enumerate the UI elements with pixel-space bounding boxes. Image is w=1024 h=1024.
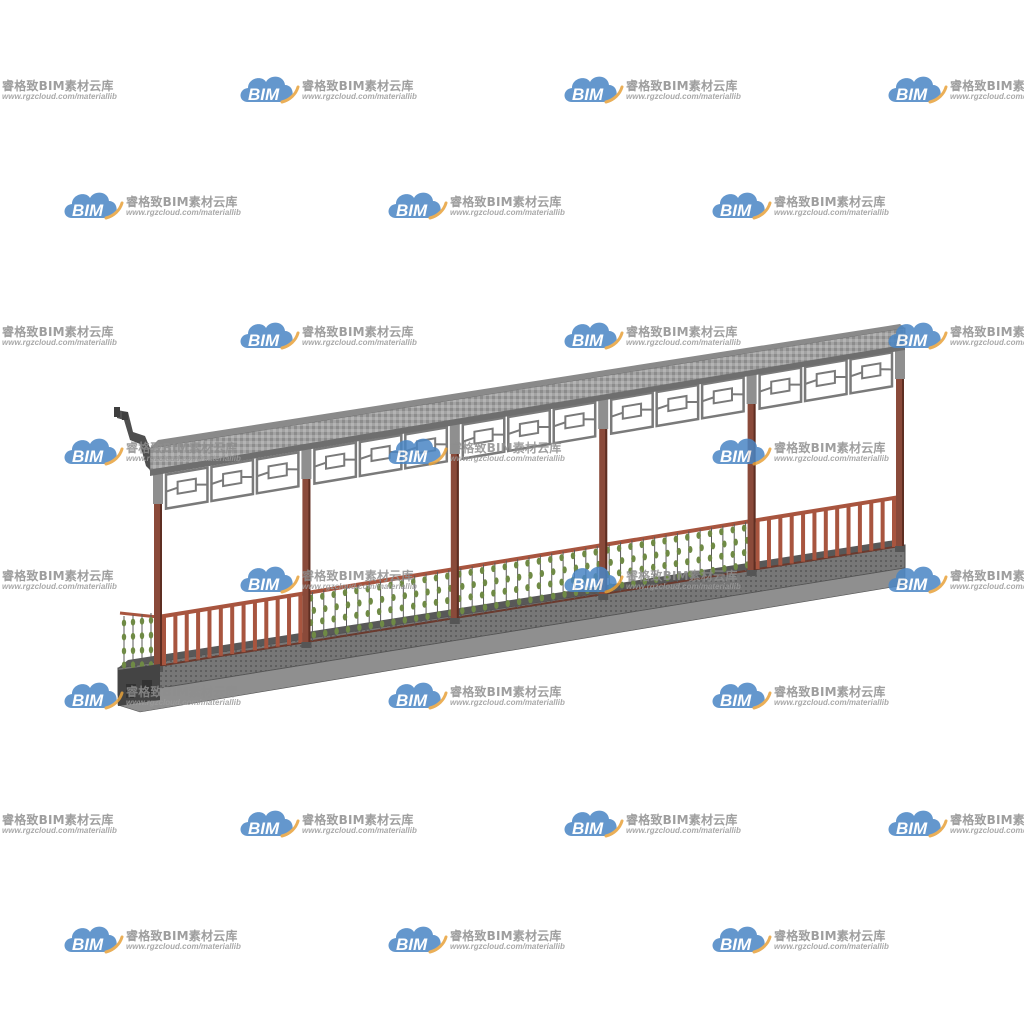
railing-top-rail: [119, 611, 159, 619]
roof-end-ridge: [114, 407, 150, 470]
lattice-panel: [358, 433, 403, 478]
wood-baluster: [264, 599, 269, 649]
lattice-panel: [849, 350, 894, 395]
wood-baluster: [857, 503, 862, 553]
base-bracket: [118, 664, 160, 706]
column-capital: [153, 472, 163, 504]
column-base: [895, 546, 905, 552]
column-capital: [598, 397, 609, 429]
wood-baluster: [218, 606, 223, 656]
column-base: [301, 642, 312, 648]
column-capital: [895, 347, 905, 379]
column-capital: [449, 422, 460, 454]
column-capital: [301, 447, 312, 479]
column-base: [598, 594, 609, 600]
wood-baluster: [230, 605, 235, 654]
wood-baluster: [766, 518, 771, 568]
wood-baluster: [207, 608, 212, 658]
lattice-panel: [758, 366, 803, 411]
wood-baluster: [823, 509, 828, 558]
wood-baluster: [298, 593, 303, 643]
wood-baluster: [755, 520, 760, 570]
wood-baluster: [184, 612, 189, 662]
wood-baluster: [162, 616, 166, 666]
lattice-panel: [255, 450, 300, 495]
lattice-panel: [552, 400, 597, 445]
column-group: [153, 345, 905, 672]
lattice-panel: [313, 441, 358, 486]
wood-baluster: [287, 595, 292, 645]
wood-baluster: [173, 614, 178, 664]
wood-baluster: [252, 601, 257, 651]
lattice-panel: [803, 358, 848, 403]
wood-baluster: [869, 501, 874, 551]
column-capital: [746, 372, 757, 404]
lattice-panel: [164, 466, 209, 511]
column: [450, 420, 459, 624]
wood-baluster: [846, 505, 851, 555]
column-base: [746, 570, 757, 576]
railing-group: [119, 495, 901, 672]
lattice-panel: [655, 383, 700, 428]
lattice-panel: [461, 416, 506, 461]
roof: [149, 324, 906, 476]
lattice-panel-group: [164, 350, 894, 511]
wood-baluster: [812, 510, 817, 560]
wood-baluster: [196, 610, 201, 660]
wood-baluster: [241, 603, 246, 653]
column: [599, 395, 608, 600]
lattice-panel: [507, 408, 551, 453]
lattice-panel: [210, 458, 255, 503]
lattice-panel: [700, 375, 745, 420]
column: [896, 345, 904, 552]
wood-baluster: [801, 512, 806, 562]
lattice-panel: [609, 391, 654, 436]
wood-baluster: [835, 507, 840, 557]
lattice-panel: [404, 425, 449, 470]
wood-baluster: [789, 514, 794, 564]
column: [154, 470, 162, 672]
column-base: [449, 618, 460, 624]
wood-baluster: [892, 497, 896, 547]
wood-baluster: [275, 597, 280, 647]
wood-baluster: [880, 499, 885, 549]
column: [302, 445, 311, 648]
column: [747, 370, 756, 576]
floor-platform: [117, 540, 906, 713]
wood-baluster: [778, 516, 783, 566]
